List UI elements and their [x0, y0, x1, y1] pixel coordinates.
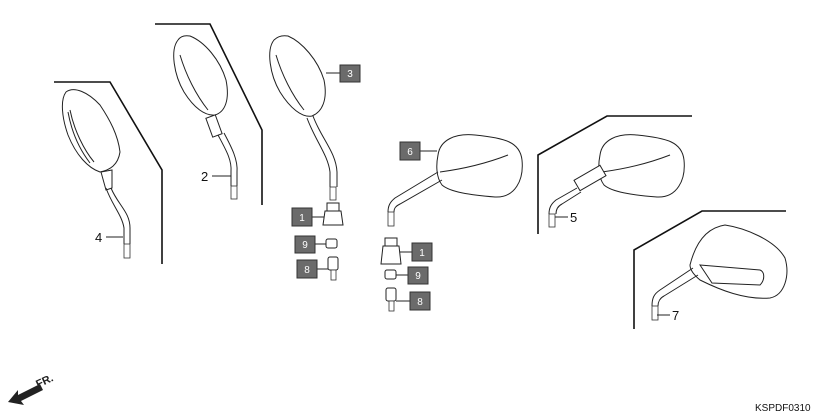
part-9-left[interactable]: [325, 238, 338, 249]
mirror-part-5[interactable]: [548, 134, 685, 228]
callout-8-right[interactable]: 8: [409, 291, 431, 311]
callout-1-left[interactable]: 1: [291, 207, 313, 227]
group-bracket-4: [54, 81, 163, 264]
svg-text:8: 8: [417, 297, 423, 308]
svg-text:8: 8: [304, 265, 310, 276]
part-1-left[interactable]: [322, 202, 344, 226]
mirror-part-4[interactable]: [61, 89, 131, 259]
front-arrow-icon: FR.: [8, 372, 55, 405]
mirror-part-7[interactable]: [651, 224, 788, 321]
svg-text:9: 9: [302, 240, 308, 251]
svg-text:6: 6: [407, 147, 413, 158]
part-9-right[interactable]: [384, 269, 397, 280]
group-bracket-7: [633, 210, 786, 329]
part-8-right[interactable]: [385, 287, 397, 312]
callout-6[interactable]: 6: [399, 141, 421, 161]
mirror-part-2[interactable]: [173, 35, 238, 200]
callout-9-right[interactable]: 9: [407, 266, 429, 285]
group-bracket-5: [537, 115, 692, 234]
callout-5[interactable]: 5: [570, 210, 577, 225]
front-label: FR.: [34, 372, 55, 390]
diagram-code: KSPDF0310: [755, 403, 811, 414]
callout-3[interactable]: 3: [339, 64, 361, 83]
callout-9-left[interactable]: 9: [294, 235, 316, 254]
svg-text:3: 3: [347, 69, 353, 80]
callout-1-right[interactable]: 1: [411, 242, 433, 262]
callout-2[interactable]: 2: [201, 169, 208, 184]
part-8-left[interactable]: [327, 256, 339, 281]
svg-text:9: 9: [415, 271, 421, 282]
svg-text:1: 1: [419, 248, 425, 259]
mirror-part-3[interactable]: [269, 35, 338, 201]
svg-text:1: 1: [299, 213, 305, 224]
mirror-part-6[interactable]: [387, 134, 523, 227]
callout-8-left[interactable]: 8: [296, 259, 318, 279]
callout-7[interactable]: 7: [672, 308, 679, 323]
part-1-right[interactable]: [380, 237, 402, 265]
group-bracket-2: [155, 23, 263, 205]
callout-4[interactable]: 4: [95, 230, 102, 245]
